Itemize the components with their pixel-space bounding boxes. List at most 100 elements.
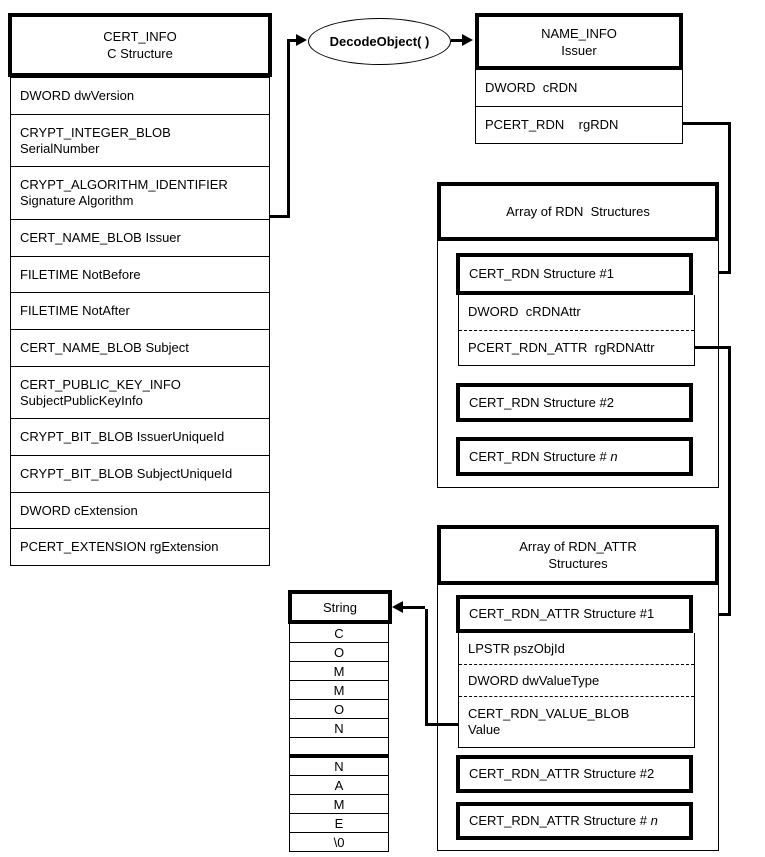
name-info-title-box: NAME_INFO Issuer: [475, 13, 683, 70]
field-label: FILETIME NotAfter: [20, 303, 130, 319]
string-char: C: [334, 625, 344, 641]
cert-info-title-box: CERT_INFO C Structure: [8, 13, 272, 77]
string-char: \0: [333, 834, 345, 850]
field-label: CRYPT_BIT_BLOB SubjectUniqueId: [20, 465, 233, 481]
string-char: M: [333, 663, 345, 679]
string-char: N: [334, 758, 344, 774]
cert-rdn-attr-struct2-box: CERT_RDN_ATTR Structure #2: [456, 755, 693, 793]
connector-issuer-top: [287, 39, 298, 42]
structn-italic-n: n: [650, 813, 658, 828]
string-char: M: [333, 682, 345, 698]
field-label-line2: Value: [468, 722, 501, 738]
string-char-cell: N: [290, 757, 388, 776]
name-info-field-crdn: DWORD cRDN: [476, 70, 682, 107]
string-char-cell: A: [290, 776, 388, 795]
rdn-array-title: Array of RDN Structures: [506, 204, 650, 219]
cert-rdn-attr-struct1-fields: LPSTR pszObjId DWORD dwValueType CERT_RD…: [458, 633, 695, 748]
cert-rdn-struct2-title: CERT_RDN Structure #2: [469, 395, 689, 411]
cert-rdn-attr-struct2-title: CERT_RDN_ATTR Structure #2: [469, 766, 689, 782]
cert-rdn-structn-box: CERT_RDN Structure # n: [456, 437, 693, 476]
structn-prefix: CERT_RDN Structure #: [469, 448, 611, 464]
string-char-cell: N: [290, 719, 388, 738]
field-label-line2: SerialNumber: [20, 140, 100, 156]
field-label: PCERT_RDN rgRDN: [485, 117, 619, 132]
cert-rdn-attr-field-dwvaluetype: DWORD dwValueType: [459, 665, 694, 698]
cert-info-title-line2: C Structure: [107, 46, 173, 61]
string-char-cell: \0: [290, 833, 388, 851]
string-title: String: [323, 599, 357, 615]
arrowhead-into-decodeobject-icon: [296, 34, 307, 46]
field-label: DWORD cRDNAttr: [468, 304, 581, 320]
string-char: E: [334, 815, 344, 831]
field-label: CERT_NAME_BLOB Issuer: [20, 229, 181, 245]
cert-rdn-attr-structn-title: CERT_RDN_ATTR Structure # n: [469, 813, 689, 829]
field-label: DWORD cRDN: [485, 80, 578, 95]
cert-info-field-notbefore: FILETIME NotBefore: [11, 257, 269, 294]
field-label: DWORD cExtension: [20, 502, 138, 518]
struct2-prefix: CERT_RDN_ATTR Structure #2: [469, 766, 655, 781]
arrowhead-into-string-icon: [392, 601, 403, 613]
connector-rgrdnattr-horizontal: [695, 346, 731, 349]
field-label-line2: Signature Algorithm: [20, 193, 134, 209]
structn-prefix: CERT_RDN_ATTR Structure #: [469, 813, 651, 828]
rdn-attr-array-title-line2: Structures: [548, 556, 608, 571]
name-info-title-line2: Issuer: [561, 42, 597, 58]
rdn-array-title-box: Array of RDN Structures: [437, 182, 719, 241]
decode-object-label: DecodeObject( ): [329, 34, 430, 49]
cert-rdn-attr-structn-box: CERT_RDN_ATTR Structure # n: [456, 802, 693, 840]
cert-info-field-notafter: FILETIME NotAfter: [11, 293, 269, 331]
decode-object-ellipse: DecodeObject( ): [308, 18, 451, 65]
structn-italic-n: n: [610, 448, 618, 464]
rdn-attr-array-title-box: Array of RDN_ATTR Structures: [437, 525, 719, 585]
cert-rdn-struct1-title: CERT_RDN Structure #1: [469, 266, 614, 281]
connector-rgrdn-vertical: [728, 122, 731, 274]
name-info-fields-table: DWORD cRDN PCERT_RDN rgRDN: [475, 70, 683, 144]
field-label: CRYPT_ALGORITHM_IDENTIFIER: [20, 177, 228, 193]
string-char: O: [333, 644, 345, 660]
cert-info-field-dwversion: DWORD dwVersion: [11, 78, 269, 115]
cert-rdn-struct1-fields: DWORD cRDNAttr PCERT_RDN_ATTR rgRDNAttr: [458, 295, 695, 366]
field-label: CRYPT_INTEGER_BLOB: [20, 124, 171, 140]
cert-rdn-attr-struct1-title: CERT_RDN_ATTR Structure #1: [469, 606, 655, 621]
connector-value-vertical: [425, 609, 428, 726]
connector-rgrdnattr-vertical: [728, 346, 731, 616]
string-char-cell: O: [290, 643, 388, 662]
field-label-line2: SubjectPublicKeyInfo: [20, 392, 143, 408]
field-label: FILETIME NotBefore: [20, 266, 141, 282]
string-char-cell: M: [290, 681, 388, 700]
name-info-field-rgrdn: PCERT_RDN rgRDN: [476, 107, 682, 143]
string-char: N: [334, 720, 344, 736]
field-label: LPSTR pszObjId: [468, 640, 565, 656]
connector-value-top: [402, 606, 425, 609]
cert-rdn-field-rgrdnattr: PCERT_RDN_ATTR rgRDNAttr: [459, 331, 694, 366]
string-title-box: String: [288, 590, 392, 624]
connector-decodeobject-to-nameinfo: [451, 39, 464, 42]
string-char-cell: M: [290, 662, 388, 681]
field-label: DWORD dwValueType: [468, 672, 600, 688]
string-char: M: [333, 796, 345, 812]
field-label: CRYPT_BIT_BLOB IssuerUniqueId: [20, 429, 225, 445]
cert-info-field-cextension: DWORD cExtension: [11, 493, 269, 530]
string-char-cell: M: [290, 795, 388, 814]
cert-rdn-field-crdnattr: DWORD cRDNAttr: [459, 295, 694, 331]
string-char-cell: C: [290, 624, 388, 643]
field-label: CERT_PUBLIC_KEY_INFO: [20, 376, 181, 392]
cert-rdn-attr-field-pszobjid: LPSTR pszObjId: [459, 633, 694, 666]
cert-rdn-struct2-box: CERT_RDN Structure #2: [456, 383, 693, 422]
cert-info-field-rgextension: PCERT_EXTENSION rgExtension: [11, 529, 269, 565]
connector-issuer-vertical: [287, 39, 290, 218]
field-label: CERT_NAME_BLOB Subject: [20, 339, 189, 355]
field-label: CERT_RDN_VALUE_BLOB: [468, 706, 630, 722]
string-char-cells: C O M M O N N A M E \0: [289, 624, 389, 852]
string-char: O: [333, 701, 345, 717]
arrowhead-into-nameinfo-icon: [462, 34, 473, 46]
struct2-prefix: CERT_RDN Structure #2: [469, 394, 614, 410]
connector-rgrdn-horizontal: [683, 122, 731, 125]
cert-rdn-attr-struct1-box: CERT_RDN_ATTR Structure #1: [456, 595, 693, 633]
string-char-cell: O: [290, 700, 388, 719]
